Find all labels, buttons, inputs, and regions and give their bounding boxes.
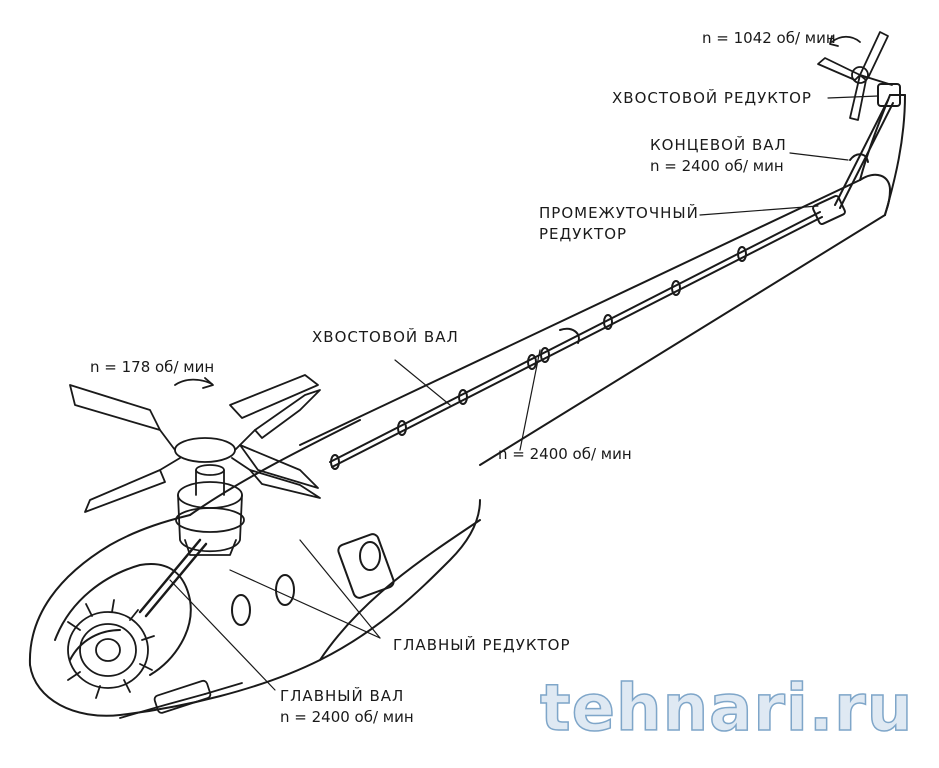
exhaust bbox=[119, 679, 243, 719]
tail-shaft-label: ХВОСТОВОЙ ВАЛ bbox=[312, 327, 459, 346]
main-shaft-label: ГЛАВНЫЙ ВАЛ bbox=[280, 686, 404, 705]
main-rotor bbox=[69, 374, 321, 513]
end-shaft-rpm-label: n = 2400 об/ мин bbox=[650, 157, 784, 175]
main-gearbox bbox=[175, 464, 245, 556]
tail-gearbox-label: ХВОСТОВОЙ РЕДУКТОР bbox=[612, 88, 812, 107]
main-gearbox-label: ГЛАВНЫЙ РЕДУКТОР bbox=[393, 635, 571, 654]
watermark: tehnari.ru bbox=[540, 672, 913, 746]
tail-shaft-rpm-label: n = 2400 об/ мин bbox=[498, 445, 632, 463]
tail-rotor bbox=[817, 31, 893, 121]
end-shaft-label: КОНЦЕВОЙ ВАЛ bbox=[650, 135, 787, 154]
main-shaft bbox=[138, 538, 208, 618]
main-shaft-rpm-label: n = 2400 об/ мин bbox=[280, 708, 414, 726]
intermediate-gearbox-label-line1: ПРОМЕЖУТОЧНЫЙ bbox=[539, 203, 699, 222]
engine bbox=[67, 599, 155, 699]
tail-shaft-couplings bbox=[330, 246, 747, 470]
leader-lines bbox=[169, 95, 879, 691]
fuselage-windows bbox=[231, 533, 395, 626]
main-rotor-rpm-label: n = 178 об/ мин bbox=[90, 358, 214, 376]
fuselage bbox=[28, 94, 906, 717]
tail-rotor-rpm-label: n = 1042 об/ мин bbox=[702, 29, 836, 47]
intermediate-gearbox-label-line2: РЕДУКТОР bbox=[539, 225, 627, 243]
end-shaft bbox=[834, 99, 894, 209]
